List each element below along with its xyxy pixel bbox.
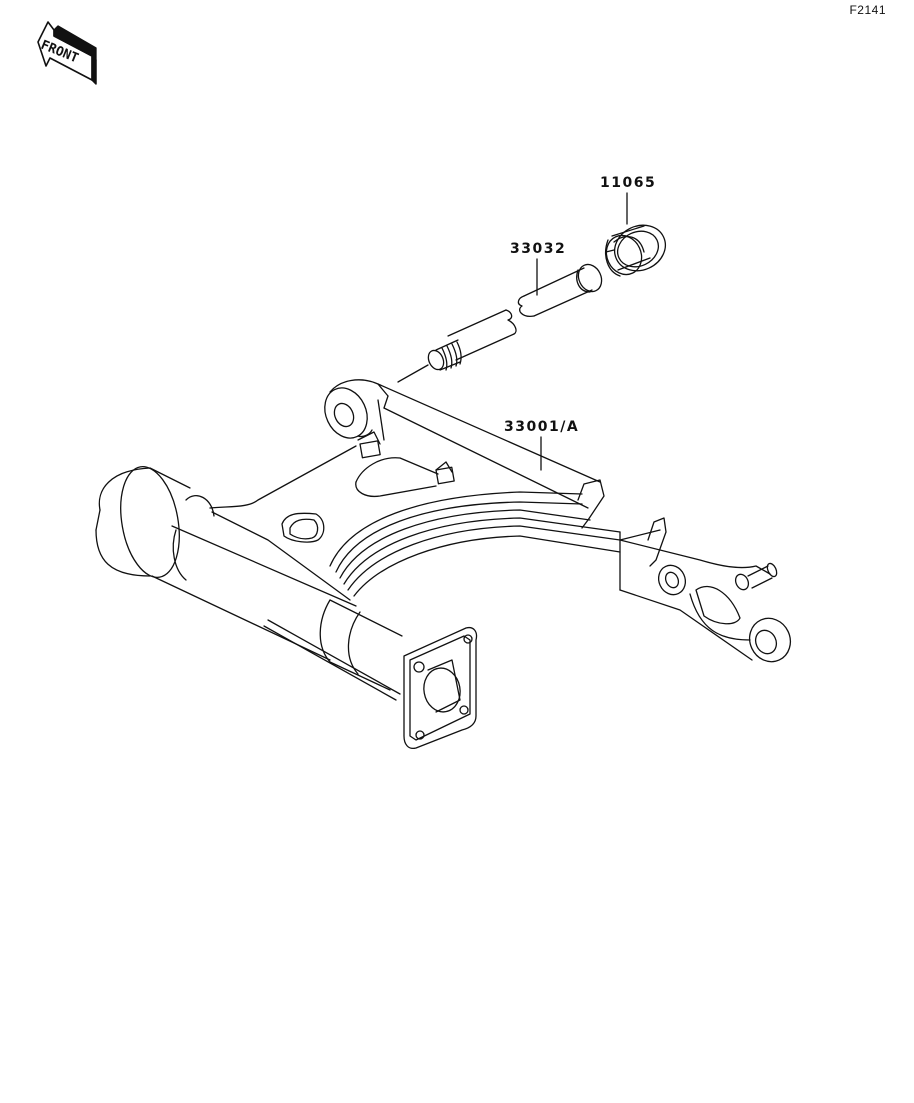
- callout-33001a[interactable]: 33001/A: [504, 419, 580, 435]
- callout-11065[interactable]: 11065: [600, 175, 657, 191]
- part-33001a-swingarm[interactable]: [95, 379, 797, 750]
- callout-33032[interactable]: 33032: [510, 241, 567, 257]
- front-arrow-icon: FRONT: [37, 21, 97, 85]
- part-33032-pivot-shaft[interactable]: [397, 258, 606, 383]
- diagram-reference-code: F2141: [849, 3, 886, 17]
- part-11065-bushing[interactable]: [600, 192, 673, 280]
